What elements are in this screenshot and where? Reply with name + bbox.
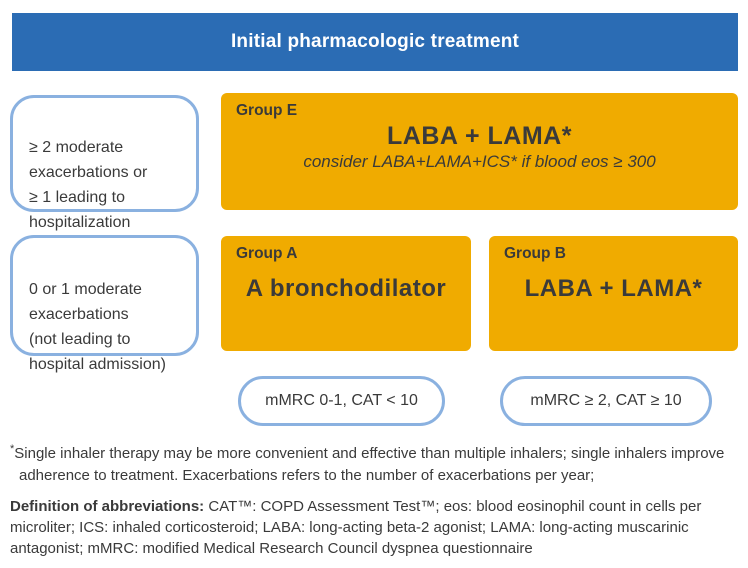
symptom-pill-high: mMRC ≥ 2, CAT ≥ 10 <box>500 376 712 426</box>
group-b-label: Group B <box>504 245 566 262</box>
group-a-label: Group A <box>236 245 298 262</box>
group-e-note: consider LABA+LAMA+ICS* if blood eos ≥ 3… <box>303 152 656 171</box>
group-a-box: Group A A bronchodilator <box>221 236 471 351</box>
symptom-pill-high-text: mMRC ≥ 2, CAT ≥ 10 <box>530 392 682 409</box>
symptom-pill-low-text: mMRC 0-1, CAT < 10 <box>265 392 418 409</box>
abbreviation-definitions: Definition of abbreviations: CAT™: COPD … <box>10 496 746 559</box>
definitions-text: CAT™: COPD Assessment Test™; eos: blood … <box>10 498 702 557</box>
exacerbation-risk-box-high: ≥ 2 moderate exacerbations or ≥ 1 leadin… <box>10 95 199 231</box>
exacerbation-risk-box-low: 0 or 1 moderate exacerbations (not leadi… <box>10 235 199 373</box>
group-a-treatment: A bronchodilator <box>245 275 447 302</box>
group-e-label: Group E <box>236 102 298 119</box>
group-e-box: Group E LABA + LAMA* consider LABA+LAMA+… <box>221 93 738 210</box>
exacerbation-risk-text-high: ≥ 2 moderate exacerbations or ≥ 1 leadin… <box>29 139 148 231</box>
footnote: *Single inhaler therapy may be more conv… <box>10 443 742 487</box>
group-e-treatment: LABA + LAMA* <box>387 122 572 150</box>
footnote-asterisk: * <box>10 443 15 455</box>
symptom-pill-low: mMRC 0-1, CAT < 10 <box>238 376 445 426</box>
header-bar: Initial pharmacologic treatment <box>12 13 738 71</box>
group-b-treatment: LABA + LAMA* <box>524 275 703 302</box>
page-title: Initial pharmacologic treatment <box>230 31 520 52</box>
group-b-box: Group B LABA + LAMA* <box>489 236 738 351</box>
exacerbation-risk-text-low: 0 or 1 moderate exacerbations (not leadi… <box>29 281 166 373</box>
definitions-label: Definition of abbreviations: <box>10 498 205 515</box>
footnote-text: Single inhaler therapy may be more conve… <box>14 445 725 484</box>
